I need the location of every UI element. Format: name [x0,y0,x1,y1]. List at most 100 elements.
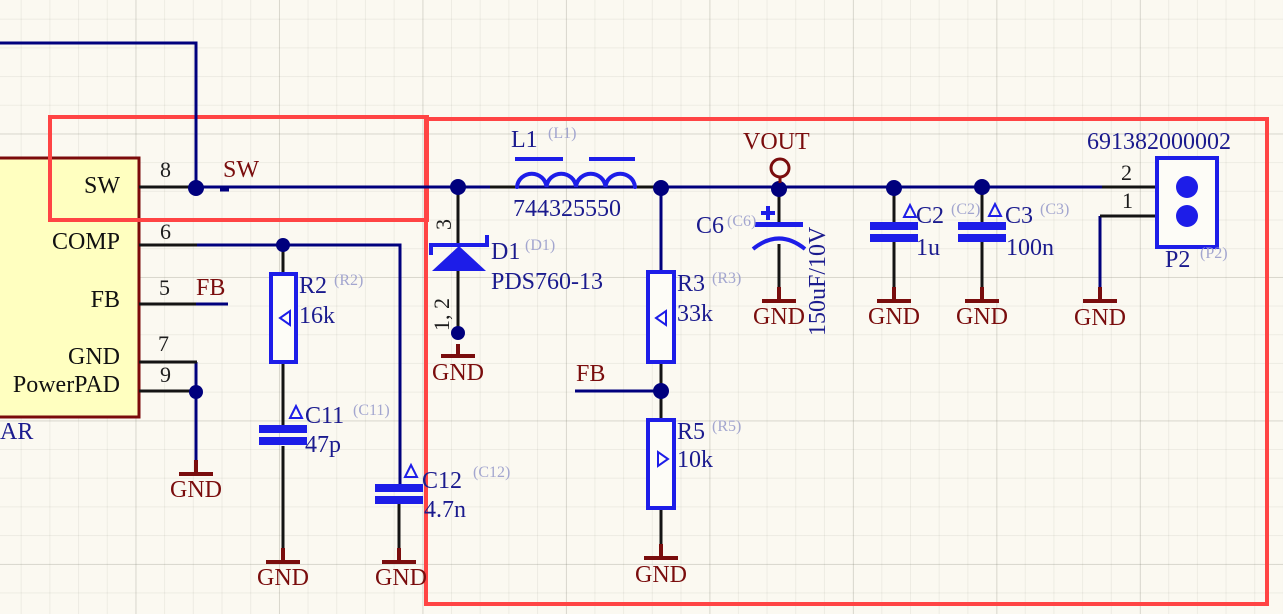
vout-port-symbol[interactable] [769,157,791,183]
gnd-symbol-r5[interactable] [644,544,678,560]
gnd-symbol-c2[interactable] [877,287,911,303]
ic-pin-name-sw: SW [84,173,120,199]
r3-designator[interactable]: R3 [677,271,706,297]
c6-value[interactable]: 150uF/10V [805,226,831,336]
p2-value[interactable]: 691382000002 [1087,129,1231,155]
c2-designator[interactable]: C2 [916,203,945,229]
r2-designator[interactable]: R2 [299,273,328,299]
capacitor-c6-symbol[interactable] [751,206,807,251]
c12-ref: (C12) [473,464,511,481]
gnd-symbol-ic[interactable] [179,460,213,476]
r5-ref: (R5) [712,418,742,435]
ic-body[interactable] [0,156,141,419]
wire-comp-c12[interactable] [196,243,402,486]
gnd-symbol-d1[interactable] [441,344,475,358]
p2-designator[interactable]: P2 [1165,247,1191,273]
ic-pin-number-8: 8 [160,157,171,182]
gnd-symbol-c6[interactable] [762,287,796,303]
ic-pin-name-fb: FB [90,287,120,313]
gnd-label-r5: GND [635,562,687,588]
l1-designator[interactable]: L1 [511,127,538,153]
gnd-symbol-c12[interactable] [382,548,416,564]
junction-dots [188,179,990,399]
r2-value[interactable]: 16k [299,303,335,329]
resistor-direction-icons [278,309,670,468]
capacitor-c3-plates[interactable] [958,222,1006,230]
c3-value[interactable]: 100n [1006,235,1054,261]
d1-ref: (D1) [525,237,556,254]
gnd-symbol-c3[interactable] [965,287,999,303]
triangle-right-icon [657,450,670,468]
r3-ref: (R3) [712,270,742,287]
l1-ref: (L1) [548,125,577,142]
capacitor-c12-plates[interactable] [375,484,423,492]
c11-value[interactable]: 47p [305,432,341,458]
net-label-sw[interactable]: SW [223,157,259,183]
gnd-label-ic: GND [170,477,222,503]
gnd-label-c3: GND [956,304,1008,330]
gnd-label-d1: GND [432,360,484,386]
resistor-r2-body[interactable] [269,272,298,364]
d1-designator[interactable]: D1 [491,239,521,265]
triangle-left-icon [654,309,667,327]
ic-pin-number-9: 9 [160,362,171,387]
resistor-r3-body[interactable] [646,270,676,364]
r5-designator[interactable]: R5 [677,419,706,445]
capacitor-c11-plates[interactable] [259,425,307,433]
resistor-bodies[interactable] [269,270,676,510]
capacitor-marker-icons [288,201,1003,478]
inductor-l1-symbol[interactable] [515,157,637,189]
ic-pin-name-powerpad: PowerPAD [12,372,120,398]
c6-designator[interactable]: C6 [696,213,725,239]
c3-ref: (C3) [1040,201,1070,218]
net-label-vout[interactable]: VOUT [743,129,810,155]
capacitor-plates[interactable] [259,222,1006,504]
r3-value[interactable]: 33k [677,301,713,327]
r2-ref: (R2) [334,272,364,289]
d1-value[interactable]: PDS760-13 [491,269,604,295]
ic-pin-name-gnd: GND [68,344,120,370]
d1-pin-number-12: 1, 2 [429,298,454,331]
pin-stubs [139,185,1157,548]
c11-designator[interactable]: C11 [305,403,345,429]
gnd-label-c2: GND [868,304,920,330]
triangle-up-icon [288,403,304,419]
ic-pin-number-7: 7 [158,331,169,356]
c11-ref: (C11) [353,402,390,419]
c12-value[interactable]: 4.7n [424,497,466,523]
gnd-label-c12: GND [375,565,427,591]
diode-d1-symbol[interactable] [429,235,489,271]
triangle-up-icon [987,201,1003,217]
ic-pin-number-5: 5 [159,275,170,300]
l1-value[interactable]: 744325550 [513,196,621,222]
c12-designator[interactable]: C12 [422,468,463,494]
gnd-label-c11: GND [257,565,309,591]
triangle-left-icon [278,309,291,327]
connector-p2-symbol[interactable] [1155,156,1219,249]
c2-ref: (C2) [951,201,981,218]
c3-designator[interactable]: C3 [1005,203,1034,229]
gnd-symbols[interactable] [179,287,1117,564]
net-label-fb-divider[interactable]: FB [576,361,606,387]
gnd-symbol-c11[interactable] [266,548,300,564]
d1-pin-number-3: 3 [431,219,456,230]
p2-pin-number-2: 2 [1121,160,1132,185]
selection-rect-output [424,117,1269,606]
triangle-up-icon [902,202,918,218]
ic-partial-text: AR [0,419,34,445]
p2-ref: (P2) [1200,245,1228,262]
capacitor-c2-plates[interactable] [870,222,918,230]
gnd-label-c6: GND [753,304,805,330]
wire-sw-top[interactable] [0,41,198,188]
wires[interactable] [0,41,1102,486]
c2-value[interactable]: 1u [916,235,940,261]
gnd-symbol-p2[interactable] [1083,287,1117,303]
gnd-label-p2: GND [1074,305,1126,331]
c6-ref: (C6) [727,213,757,230]
net-label-fb-pin[interactable]: FB [196,275,226,301]
ic-pin-name-comp: COMP [51,229,120,255]
ic-pin-number-6: 6 [160,219,171,244]
r5-value[interactable]: 10k [677,447,713,473]
